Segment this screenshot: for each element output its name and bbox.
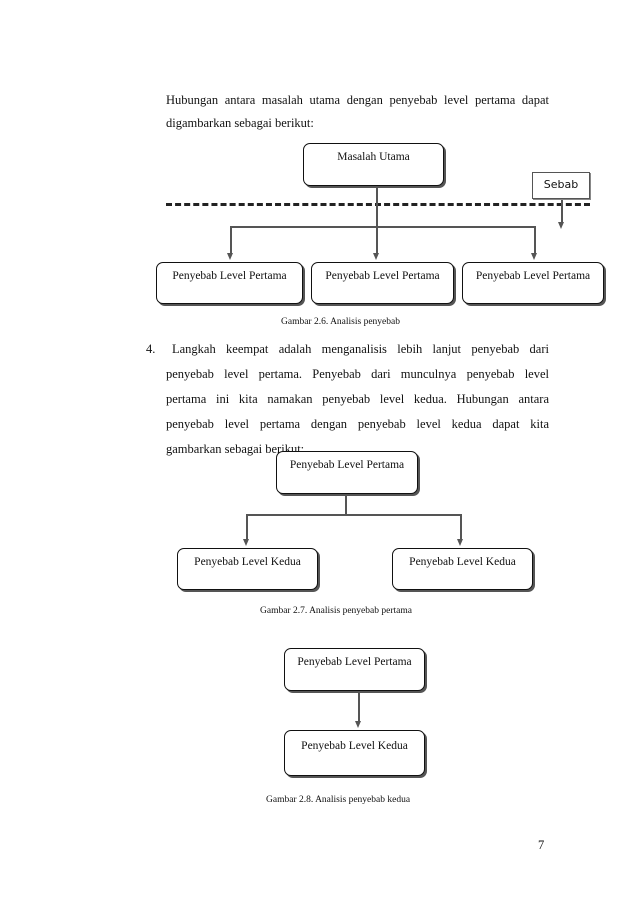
fig2-arrow-left-icon [243, 539, 249, 546]
fig1-branch-right [534, 226, 536, 253]
fig3-penyebab-pertama-box: Penyebab Level Pertama [284, 648, 425, 691]
step-4-line-4: penyebab level pertama dengan penyebab l… [166, 417, 549, 431]
figure-2-6-caption: Gambar 2.6. Analisis penyebab [281, 317, 400, 327]
fig2-branch-left [246, 514, 248, 539]
fig2-kedua-box-1: Penyebab Level Kedua [177, 548, 318, 590]
fig2-arrow-right-icon [457, 539, 463, 546]
sebab-arrow-icon [558, 222, 564, 229]
figure-2-7-caption: Gambar 2.7. Analisis penyebab pertama [260, 606, 412, 616]
fig2-kedua-box-2: Penyebab Level Kedua [392, 548, 533, 590]
masalah-utama-box: Masalah Utama [303, 143, 444, 186]
fig2-stem [345, 494, 347, 515]
fig1-arrow-right-icon [531, 253, 537, 260]
sebab-connector [561, 200, 563, 222]
fig1-branch-bar [230, 226, 535, 228]
fig1-branch-center [376, 226, 378, 253]
fig1-branch-left [230, 226, 232, 253]
intro-line-1: Hubungan antara masalah utama dengan pen… [166, 93, 549, 107]
fig1-arrow-left-icon [227, 253, 233, 260]
intro-line-2: digambarkan sebagai berikut: [166, 116, 314, 130]
step-4-line-2: penyebab level pertama. Penyebab dari mu… [166, 367, 549, 381]
fig1-stem [376, 186, 378, 226]
cause-divider-dashed-line [166, 203, 590, 206]
fig1-penyebab-box-1: Penyebab Level Pertama [156, 262, 303, 304]
figure-2-8-caption: Gambar 2.8. Analisis penyebab kedua [266, 795, 411, 805]
sebab-legend: Sebab [532, 172, 590, 199]
fig2-branch-bar [246, 514, 461, 516]
page-number: 7 [538, 838, 545, 852]
step-4-line-1: Langkah keempat adalah menganalisis lebi… [172, 342, 549, 356]
fig3-connector [358, 691, 360, 721]
step-4-number: 4. [146, 342, 156, 356]
fig2-penyebab-pertama-box: Penyebab Level Pertama [276, 451, 418, 494]
fig1-penyebab-box-2: Penyebab Level Pertama [311, 262, 454, 304]
fig1-arrow-center-icon [373, 253, 379, 260]
fig2-branch-right [460, 514, 462, 539]
fig3-arrow-down-icon [355, 721, 361, 728]
step-4-line-5: gambarkan sebagai berikut: [166, 442, 305, 456]
step-4-line-3: pertama ini kita namakan penyebab level … [166, 392, 549, 406]
fig3-kedua-box: Penyebab Level Kedua [284, 730, 425, 776]
fig1-penyebab-box-3: Penyebab Level Pertama [462, 262, 604, 304]
